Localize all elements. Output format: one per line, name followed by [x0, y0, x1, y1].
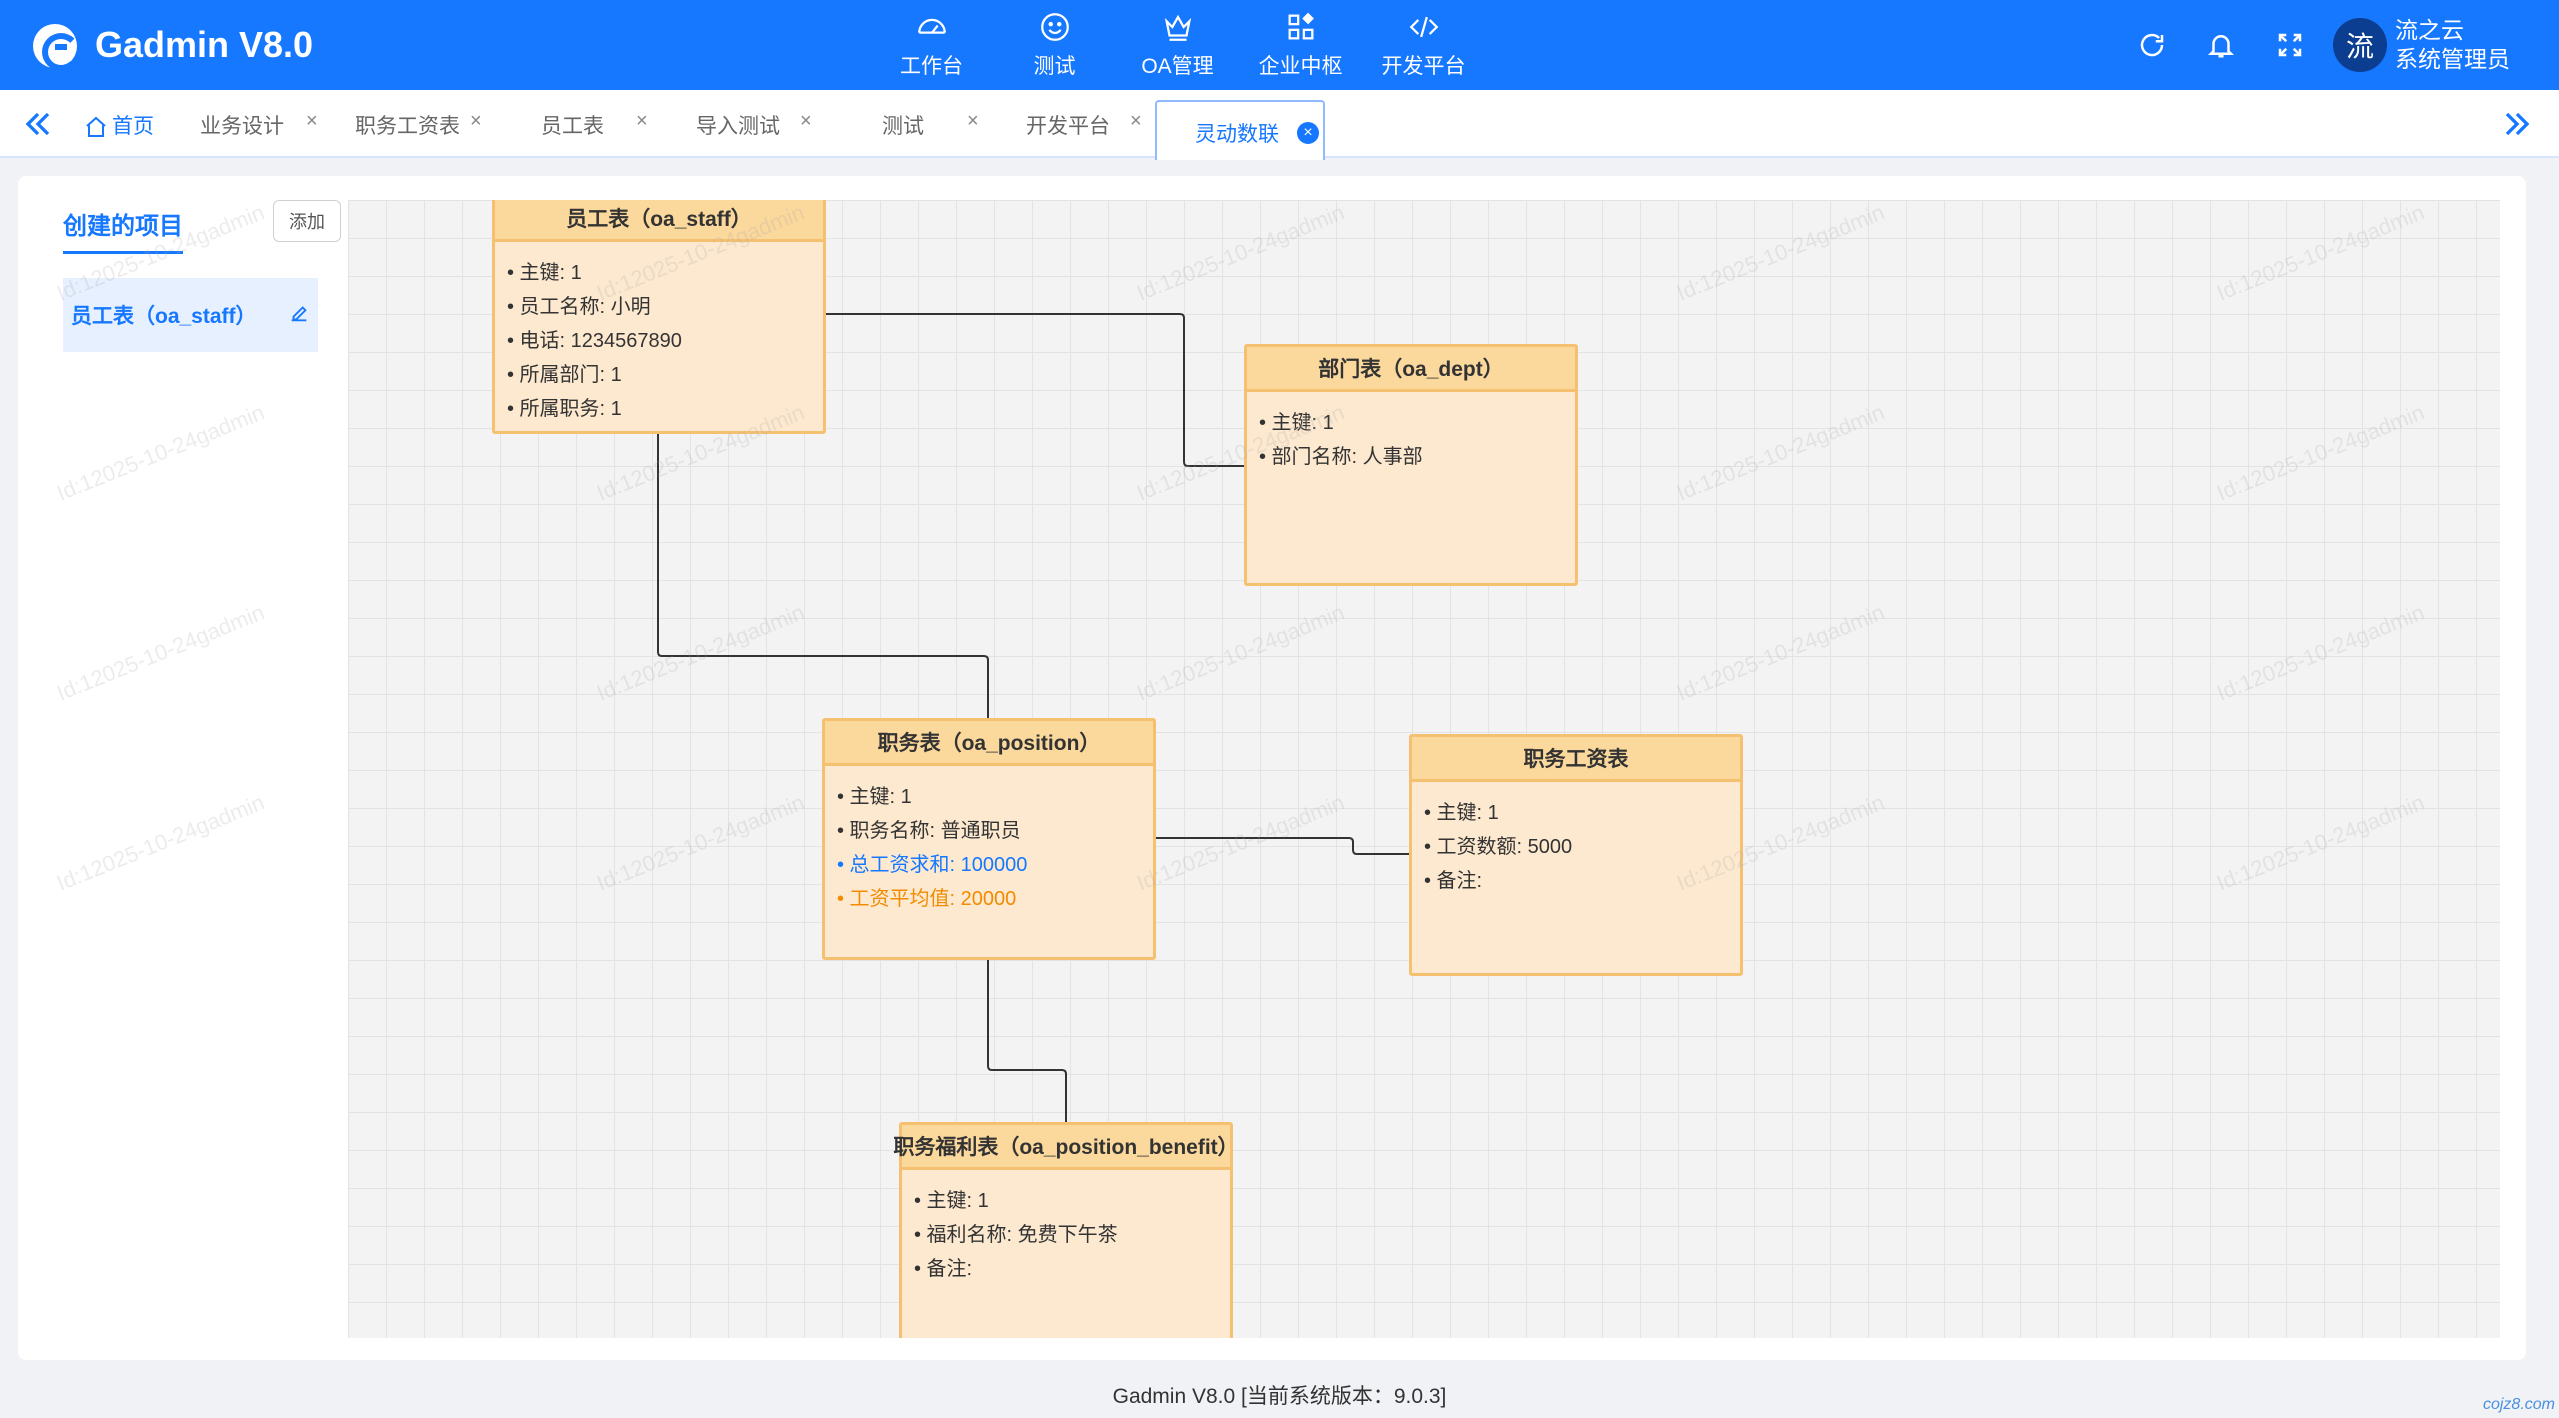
nav-item-workbench[interactable]: 工作台: [870, 0, 993, 90]
entity-field: • 主键: 1: [1259, 412, 1334, 434]
sidebar-title: 创建的项目: [63, 206, 183, 254]
entity-field: • 主键: 1: [914, 1190, 989, 1212]
nav-item-devplatform[interactable]: 开发平台: [1362, 0, 1485, 90]
top-nav: 工作台 测试 OA管理 企业中枢 开发平台: [870, 0, 1485, 90]
entity-title: 员工表（oa_staff）: [495, 200, 823, 242]
tab-label: 导入测试: [696, 115, 780, 138]
avatar[interactable]: 流: [2333, 18, 2387, 72]
tab-label: 开发平台: [1026, 115, 1110, 138]
nav-label: 企业中枢: [1258, 55, 1343, 78]
entity-staff[interactable]: 员工表（oa_staff） • 主键: 1 • 员工名称: 小明 • 电话: 1…: [492, 200, 826, 434]
tab-label: 职务工资表: [355, 115, 460, 138]
apps-icon: [1288, 12, 1314, 40]
tab-close-icon[interactable]: ×: [470, 110, 482, 132]
entity-field: • 所属部门: 1: [507, 364, 622, 386]
edit-icon[interactable]: [288, 302, 310, 324]
entity-field: • 员工名称: 小明: [507, 296, 651, 318]
bell-icon[interactable]: [2206, 30, 2236, 60]
tabs-scroll-left-icon[interactable]: [18, 104, 58, 144]
nav-label: 工作台: [900, 55, 963, 78]
entity-field-avg: • 工资平均值: 20000: [837, 888, 1017, 910]
connector-position-benefit: [987, 958, 1067, 1124]
tab-close-icon[interactable]: ×: [800, 110, 812, 132]
nav-item-oa[interactable]: OA管理: [1116, 0, 1239, 90]
connector-staff-position: [657, 434, 989, 722]
logo-icon: [33, 24, 80, 71]
dashboard-icon: [917, 18, 946, 34]
nav-label: OA管理: [1141, 55, 1214, 78]
tab-close-icon[interactable]: ×: [636, 110, 648, 132]
tab-business-design[interactable]: 业务设计 ×: [200, 110, 318, 140]
tab-label: 灵动数联: [1195, 123, 1279, 146]
tab-close-icon[interactable]: ×: [1297, 122, 1319, 144]
nav-item-enterprise[interactable]: 企业中枢: [1239, 0, 1362, 90]
smile-icon: [1040, 13, 1069, 41]
tab-position-salary[interactable]: 职务工资表 ×: [355, 110, 482, 140]
entity-field: • 所属职务: 1: [507, 398, 622, 420]
code-icon: [1409, 16, 1438, 38]
connector-staff-dept: [826, 313, 1244, 467]
footer: Gadmin V8.0 [当前系统版本：9.0.3]: [1112, 1385, 1447, 1408]
entity-title: 职务福利表（oa_position_benefit）: [893, 1125, 1239, 1170]
tab-close-icon[interactable]: ×: [306, 110, 318, 132]
entity-field: • 主键: 1: [507, 262, 582, 284]
entity-field: • 工资数额: 5000: [1424, 836, 1573, 858]
tab-dev-platform[interactable]: 开发平台 ×: [1026, 110, 1142, 140]
user-role: 系统管理员: [2395, 46, 2510, 72]
entity-field: • 部门名称: 人事部: [1259, 446, 1423, 468]
refresh-icon[interactable]: [2137, 30, 2167, 60]
fullscreen-icon[interactable]: [2275, 30, 2305, 60]
tab-staff[interactable]: 员工表 ×: [541, 110, 648, 140]
entity-position[interactable]: 职务表（oa_position） • 主键: 1 • 职务名称: 普通职员 • …: [822, 718, 1156, 960]
entity-field-sum: • 总工资求和: 100000: [837, 854, 1028, 876]
nav-label: 测试: [1033, 55, 1076, 78]
tab-lingdong-active[interactable]: 灵动数联 ×: [1155, 100, 1325, 160]
connector-position-salary: [1154, 837, 1409, 855]
entity-title: 职务表（oa_position）: [825, 721, 1153, 766]
nav-item-test[interactable]: 测试: [993, 0, 1116, 90]
top-header: Gadmin V8.0 工作台 测试 OA管理 企业中枢 开发平台 流 流之云 …: [0, 0, 2559, 90]
tab-label: 业务设计: [200, 115, 284, 138]
tab-test[interactable]: 测试 ×: [882, 110, 979, 140]
tab-home[interactable]: 首页: [112, 115, 154, 138]
user-name: 流之云: [2395, 17, 2464, 43]
entity-dept[interactable]: 部门表（oa_dept） • 主键: 1 • 部门名称: 人事部: [1244, 344, 1578, 586]
home-icon: [86, 116, 106, 137]
tabs-scroll-right-icon[interactable]: [2497, 104, 2537, 144]
entity-field: • 主键: 1: [1424, 802, 1499, 824]
project-label: 员工表（oa_staff）: [71, 305, 257, 328]
tab-close-icon[interactable]: ×: [967, 110, 979, 132]
nav-label: 开发平台: [1381, 55, 1466, 78]
app-title: Gadmin V8.0: [95, 24, 314, 65]
entity-field: • 福利名称: 免费下午茶: [914, 1224, 1118, 1246]
entity-salary[interactable]: 职务工资表 • 主键: 1 • 工资数额: 5000 • 备注:: [1409, 734, 1743, 976]
entity-field: • 备注:: [914, 1258, 973, 1280]
entity-field: • 职务名称: 普通职员: [837, 820, 1021, 842]
entity-title: 职务工资表: [1412, 737, 1740, 782]
crown-icon: [1164, 14, 1191, 41]
tab-label: 员工表: [541, 115, 604, 138]
entity-benefit[interactable]: 职务福利表（oa_position_benefit） • 主键: 1 • 福利名…: [893, 1122, 1239, 1338]
tab-label: 测试: [882, 115, 924, 138]
diagram-canvas[interactable]: 员工表（oa_staff） • 主键: 1 • 员工名称: 小明 • 电话: 1…: [348, 200, 2500, 1338]
add-button[interactable]: 添加: [273, 200, 341, 242]
entity-field: • 电话: 1234567890: [507, 330, 682, 352]
project-item[interactable]: 员工表（oa_staff）: [63, 278, 318, 352]
entity-title: 部门表（oa_dept）: [1247, 347, 1575, 392]
entity-field: • 备注:: [1424, 870, 1483, 892]
tab-bar: 首页 业务设计 × 职务工资表 × 员工表 × 导入测试 × 测试 × 开发平台…: [0, 90, 2559, 160]
entity-field: • 主键: 1: [837, 786, 912, 808]
tab-import-test[interactable]: 导入测试 ×: [696, 110, 812, 140]
tab-close-icon[interactable]: ×: [1130, 110, 1142, 132]
corner-watermark: cojz8.com: [2482, 1396, 2555, 1413]
user-info[interactable]: 流之云 系统管理员: [2395, 16, 2510, 74]
connector-lines: [657, 313, 1409, 1124]
